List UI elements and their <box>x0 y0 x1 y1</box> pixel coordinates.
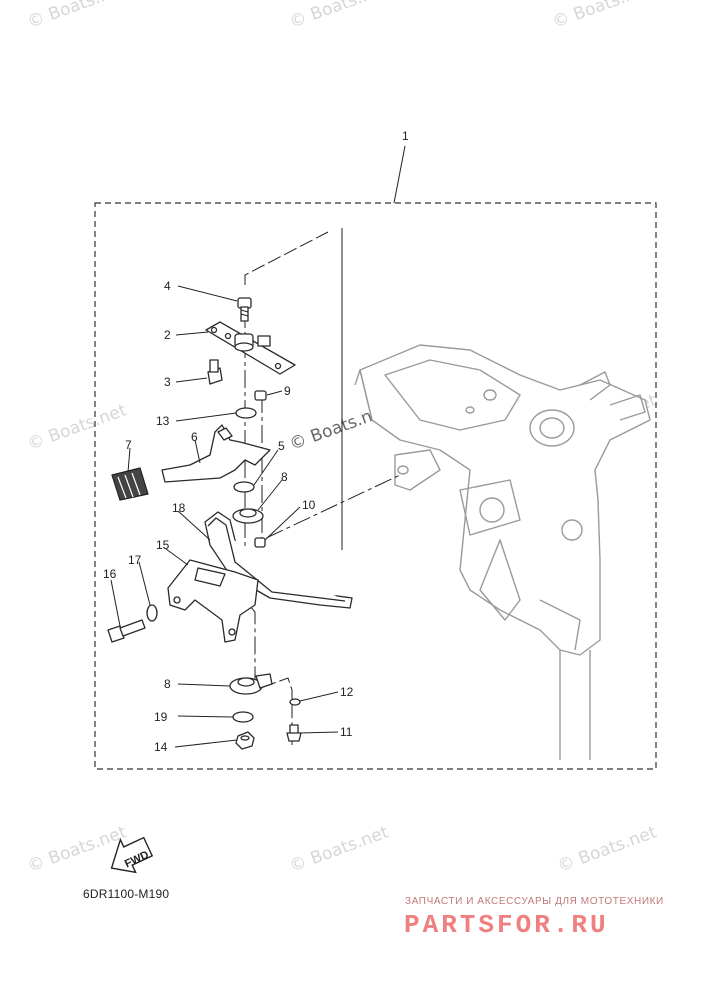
callout-13: 13 <box>156 414 170 428</box>
part-10-collar <box>254 537 266 548</box>
brand-tagline: ЗАПЧАСТИ И АКСЕССУАРЫ ДЛЯ МОТОТЕХНИКИ <box>405 896 664 907</box>
callout-6: 6 <box>191 430 198 444</box>
callout-1: 1 <box>402 129 409 143</box>
watermark: © Boats.net <box>555 822 660 876</box>
brand-logo: PARTSFOR.RU <box>404 910 609 940</box>
callout-18: 18 <box>172 501 186 515</box>
callout-5: 5 <box>278 439 285 453</box>
callout-8-lower: 8 <box>164 677 171 691</box>
watermark: © Boats.net <box>550 0 655 33</box>
callout-4: 4 <box>164 279 171 293</box>
part-8-bushing-upper <box>232 508 264 524</box>
diagram-code: 6DR1100-M190 <box>83 887 170 901</box>
part-4-bolt <box>237 297 252 322</box>
callout-leaders <box>110 285 339 748</box>
callout-3: 3 <box>164 375 171 389</box>
callout-19: 19 <box>154 710 168 724</box>
callout-leader-1 <box>393 145 406 204</box>
callout-10: 10 <box>302 498 316 512</box>
callout-14: 14 <box>154 740 168 754</box>
part-3-bolt <box>207 359 223 385</box>
assembly-frame <box>94 202 657 770</box>
part-13-washer <box>235 407 257 419</box>
watermark: © Boats.net <box>25 400 130 454</box>
part-14-nut <box>235 731 255 750</box>
part-16-bolt <box>107 619 146 643</box>
callout-7: 7 <box>125 438 132 452</box>
part-7-grip <box>111 467 149 501</box>
callout-2: 2 <box>164 328 171 342</box>
watermark: © Boats.net <box>287 0 392 33</box>
part-17-washer <box>146 604 158 622</box>
part-8-bushing-lower <box>229 673 273 695</box>
part-18-friction-plate <box>204 511 353 609</box>
part-11-screw <box>286 724 302 742</box>
part-5-washer <box>233 481 255 493</box>
part-9-collar <box>254 390 267 401</box>
watermark: © Boats.net <box>287 822 392 876</box>
part-15-bracket <box>167 559 259 643</box>
callout-12: 12 <box>340 685 354 699</box>
part-6-lever <box>161 424 271 483</box>
callout-17: 17 <box>128 553 142 567</box>
callout-16: 16 <box>103 567 117 581</box>
part-12-washer <box>289 698 301 706</box>
part-19-washer <box>232 711 254 723</box>
swivel-bracket-ghost <box>354 344 651 760</box>
callout-11: 11 <box>340 725 353 739</box>
callout-9: 9 <box>284 384 291 398</box>
callout-15: 15 <box>156 538 170 552</box>
part-2-plate <box>205 321 296 375</box>
assembly-axes <box>244 228 401 745</box>
watermark: © Boats.net <box>25 0 130 33</box>
callout-numbers: 4 2 3 9 13 6 7 5 8 10 18 15 17 16 8 12 1… <box>103 279 354 754</box>
callout-8-upper: 8 <box>281 470 288 484</box>
